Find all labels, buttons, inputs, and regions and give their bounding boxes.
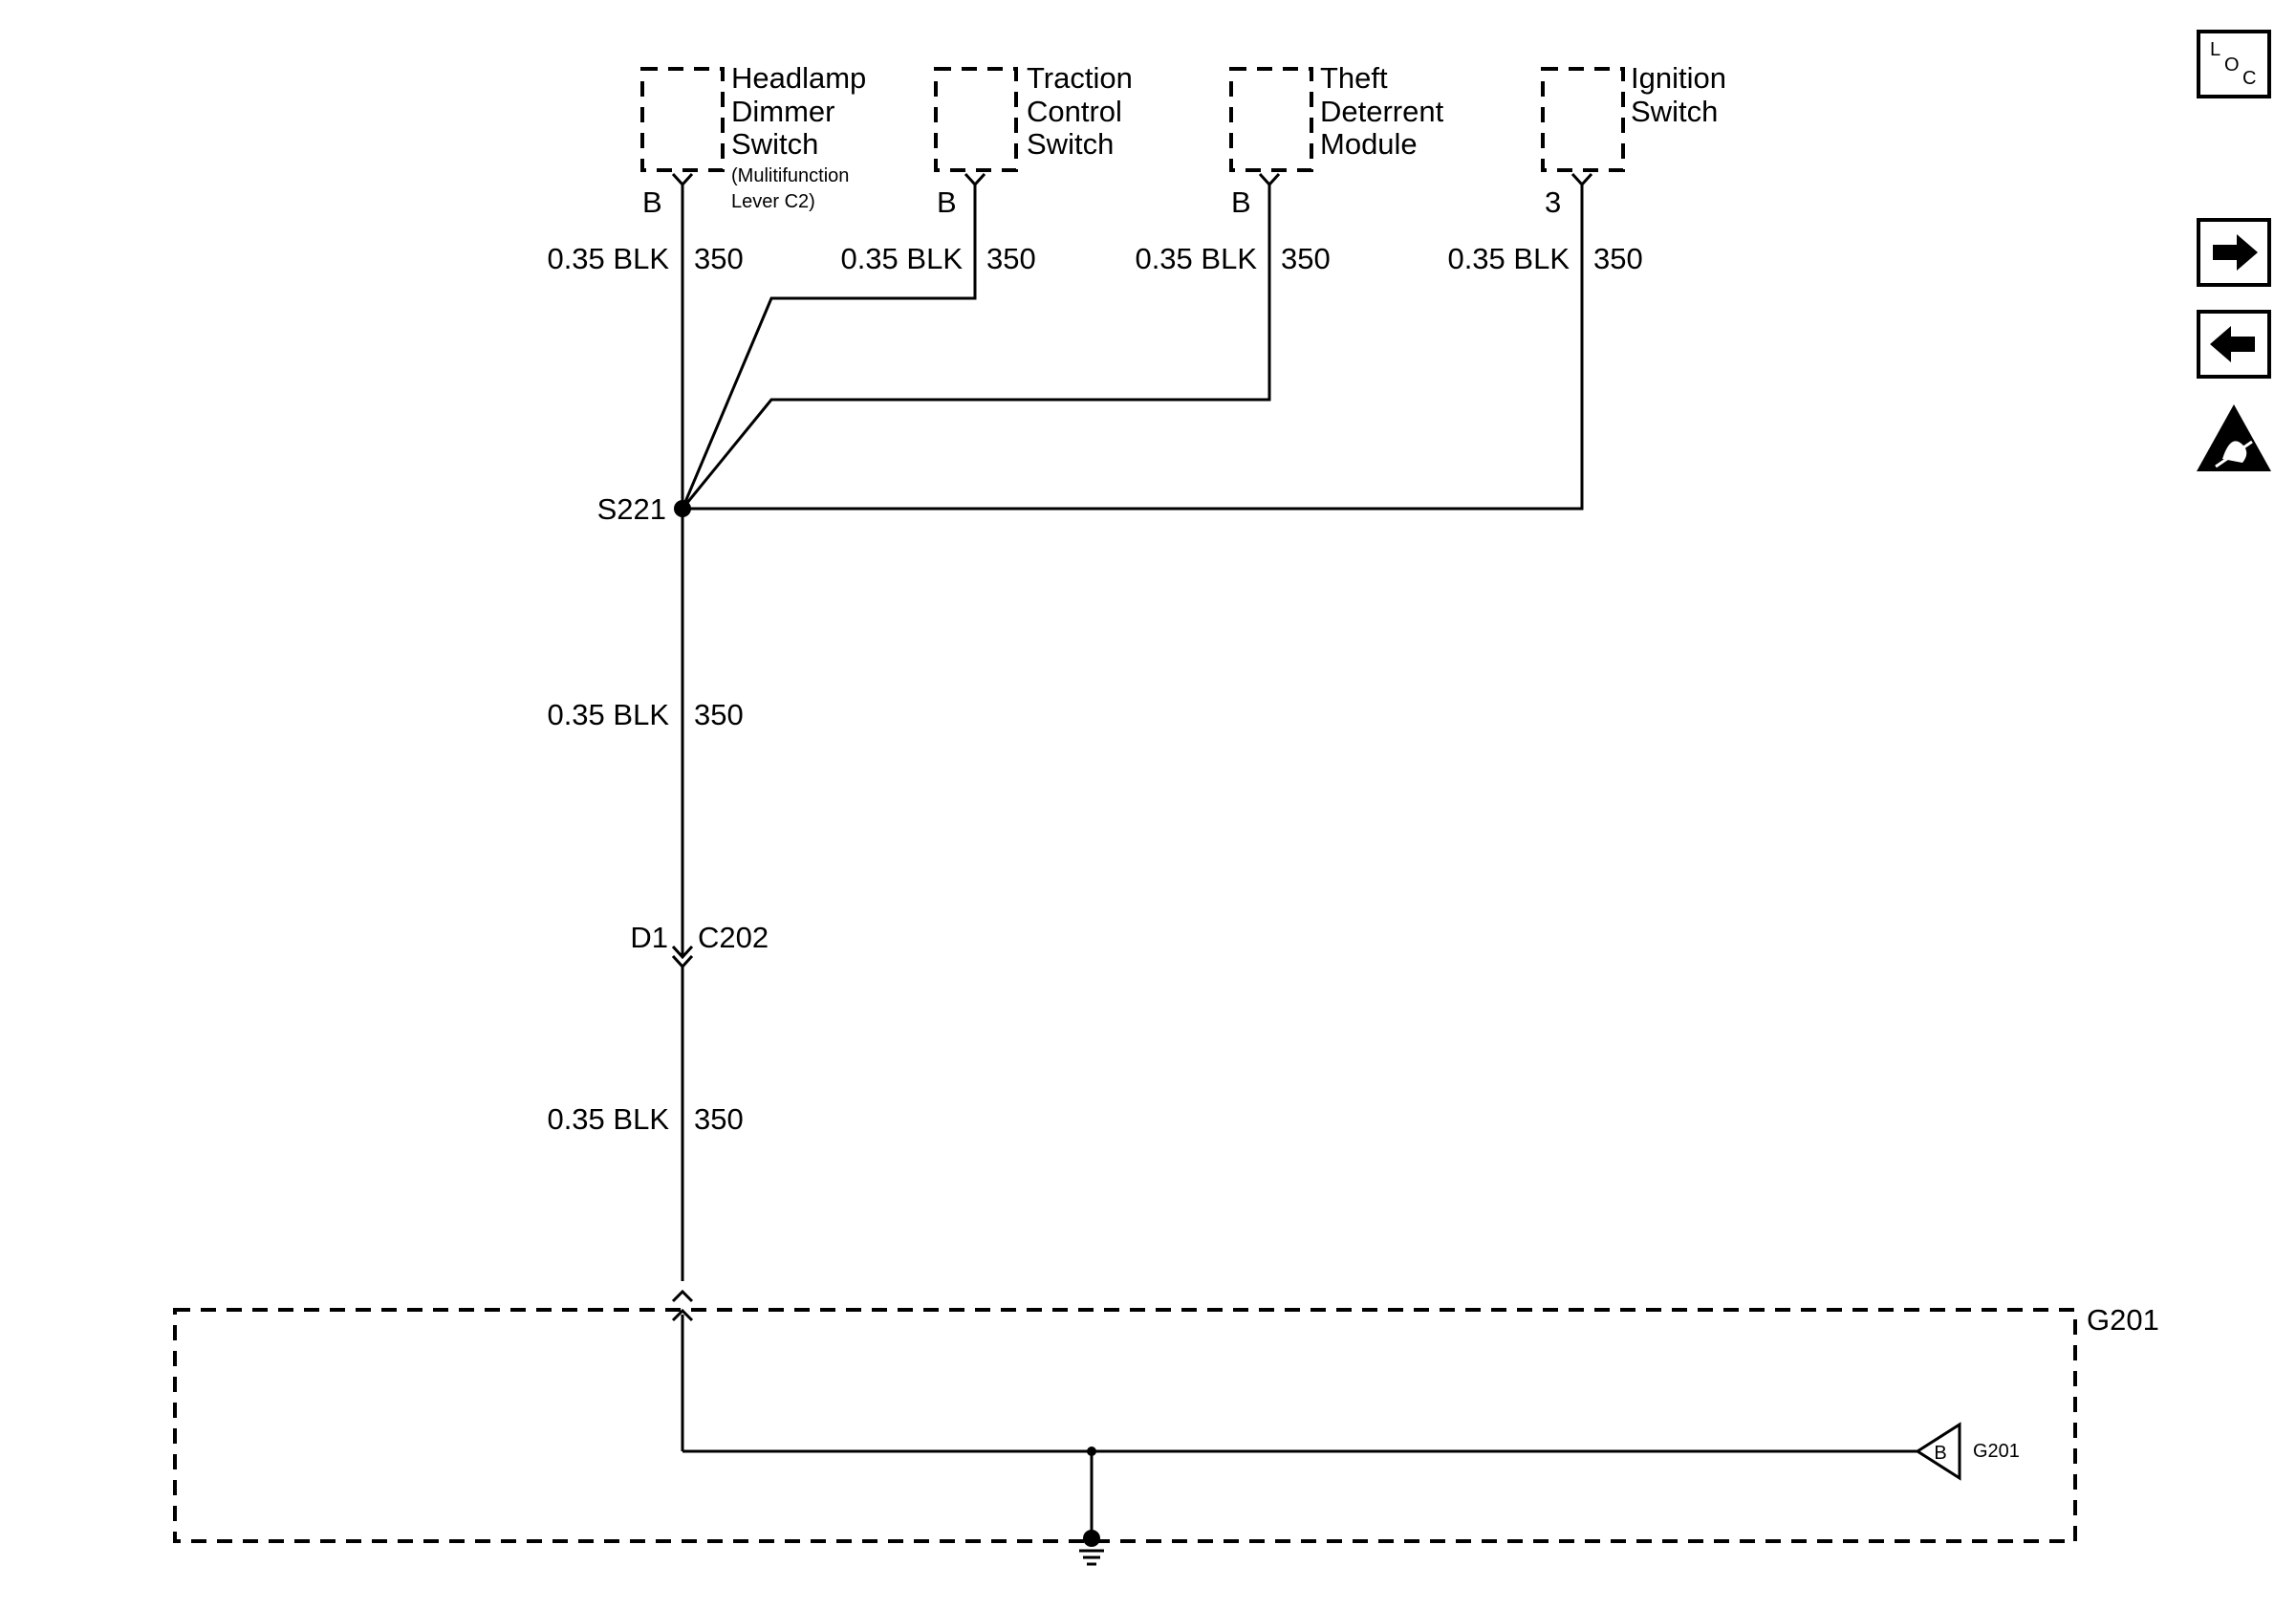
loc-icon-letter-o: O [2224, 54, 2240, 76]
back-button[interactable] [2197, 310, 2271, 379]
wire-circuit-label: 350 [1593, 242, 1643, 275]
wire-gauge-label: 0.35 BLK [547, 698, 669, 731]
component-headlamp-dimmer-switch[interactable]: Headlamp Dimmer Switch (Mulitifunction L… [640, 61, 866, 219]
splice-dot [674, 500, 691, 517]
next-arrow-icon [2213, 234, 2258, 271]
component-label-line: Theft [1320, 61, 1388, 95]
wire-gauge-label: 0.35 BLK [1447, 242, 1570, 275]
component-theft-deterrent-module[interactable]: Theft Deterrent Module B [1229, 61, 1444, 219]
component-ignition-switch[interactable]: Ignition Switch 3 [1541, 61, 1726, 219]
component-label-line: Ignition [1631, 61, 1726, 95]
esd-slash-icon [2215, 440, 2253, 468]
component-note-line: (Mulitifunction [731, 165, 849, 186]
component-note-line: Lever C2) [731, 191, 815, 212]
wire-circuit-label: 350 [1281, 242, 1331, 275]
wire-circuit-label: 350 [986, 242, 1036, 275]
component-box [1541, 67, 1625, 172]
ground-tag-label: G201 [1973, 1441, 2020, 1462]
ground-entry-chevron-icon [671, 1289, 694, 1322]
connector-chevron-icon [671, 945, 694, 969]
component-label-line: Control [1027, 95, 1122, 128]
location-button[interactable]: L O C [2197, 30, 2271, 98]
wire-circuit-label: 350 [694, 242, 744, 275]
theft-wire [681, 187, 1271, 510]
next-button[interactable] [2197, 218, 2271, 287]
component-label-line: Switch [1027, 127, 1114, 161]
ignition-wire [682, 187, 1584, 511]
esd-warning-icon [2197, 404, 2271, 471]
pin-label: B [1231, 185, 1251, 219]
ground-point-dot [1083, 1530, 1100, 1547]
component-box [934, 67, 1018, 172]
chassis-ground-icon [1079, 1549, 1104, 1566]
component-label-line: Switch [1631, 95, 1718, 128]
wire-gauge-label: 0.35 BLK [547, 1102, 669, 1136]
loc-icon-letter-c: C [2242, 68, 2256, 89]
wire-harness [681, 187, 1584, 1281]
location-button-frame [2197, 30, 2271, 98]
component-label-line: Deterrent [1320, 95, 1444, 128]
component-label-line: Dimmer [731, 95, 835, 128]
component-box [640, 67, 725, 172]
component-label-line: Module [1320, 127, 1418, 161]
connector-pin-label: D1 [630, 921, 668, 954]
component-label-line: Headlamp [731, 61, 866, 95]
traction-wire [681, 187, 977, 510]
component-label-line: Traction [1027, 61, 1133, 95]
ground-dashed-box [173, 1308, 2077, 1543]
component-box [1229, 67, 1313, 172]
loc-icon-letter-l: L [2210, 39, 2220, 60]
wire-labels: 0.35 BLK 350 0.35 BLK 350 0.35 BLK 350 0… [547, 242, 1642, 1136]
connector-name-label: C202 [698, 921, 769, 954]
wire-circuit-label: 350 [694, 698, 744, 731]
connector-c202[interactable]: D1 C202 [630, 921, 769, 969]
component-label-line: Switch [731, 127, 818, 161]
esd-warning-button[interactable] [2197, 404, 2271, 471]
wire-circuit-label: 350 [694, 1102, 744, 1136]
pin-label: B [642, 185, 662, 219]
back-arrow-icon [2210, 326, 2255, 362]
wire-gauge-label: 0.35 BLK [1135, 242, 1257, 275]
splice-label: S221 [597, 492, 666, 526]
wire-gauge-label: 0.35 BLK [547, 242, 669, 275]
wire-gauge-label: 0.35 BLK [840, 242, 963, 275]
ground-tag-letter: B [1934, 1443, 1946, 1464]
pin-label: B [937, 185, 957, 219]
ground-g201[interactable]: G201 B G201 [173, 1289, 2159, 1566]
component-traction-control-switch[interactable]: Traction Control Switch B [934, 61, 1133, 219]
ground-box-label: G201 [2087, 1303, 2159, 1337]
ground-tag-icon [1915, 1422, 1961, 1481]
splice-s221[interactable]: S221 [597, 492, 691, 526]
pin-label: 3 [1545, 185, 1561, 219]
